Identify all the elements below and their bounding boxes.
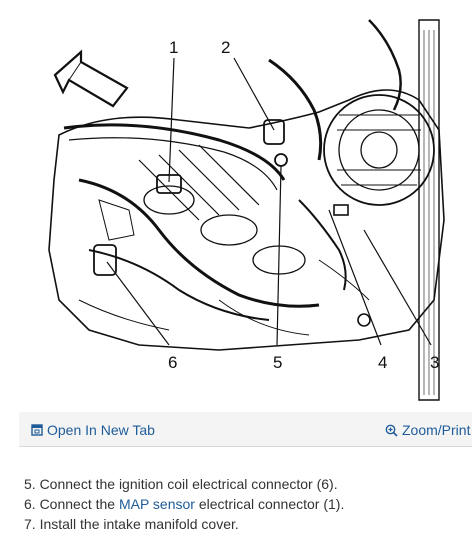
direction-arrow [53,49,129,108]
step-item: 5. Connect the ignition coil electrical … [24,474,344,494]
step-text: 5. Connect the ignition coil electrical … [24,476,338,492]
callout-6: 6 [168,353,177,372]
callout-2: 2 [221,38,230,57]
zoom-print-link[interactable]: Zoom/Print [385,422,470,438]
zoom-print-label: Zoom/Print [402,422,471,438]
callout-4: 4 [378,353,387,372]
figure-toolbar: Open In New Tab Zoom/Print [19,418,472,444]
open-in-new-tab-label: Open In New Tab [47,422,155,438]
procedure-steps: 5. Connect the ignition coil electrical … [24,474,344,534]
step-item: 7. Install the intake manifold cover. [24,514,344,534]
magnifier-plus-icon [385,424,398,437]
map-sensor-link[interactable]: MAP sensor [118,496,195,512]
step-text-tail: electrical connector (1). [194,496,345,512]
engine-illustration: 1 2 3 4 5 6 [19,0,472,412]
callout-5: 5 [273,353,282,372]
external-window-icon [31,424,43,436]
callout-1: 1 [169,38,178,57]
callout-3: 3 [430,353,439,372]
open-in-new-tab-link[interactable]: Open In New Tab [31,422,155,438]
step-text: 7. Install the intake manifold cover. [24,516,239,532]
step-item: 6. Connect the MAP sensor electrical con… [24,494,344,514]
figure-container: 1 2 3 4 5 6 Open In New Tab Zoom/Print [19,0,472,447]
step-text: 6. Connect the [24,496,119,512]
